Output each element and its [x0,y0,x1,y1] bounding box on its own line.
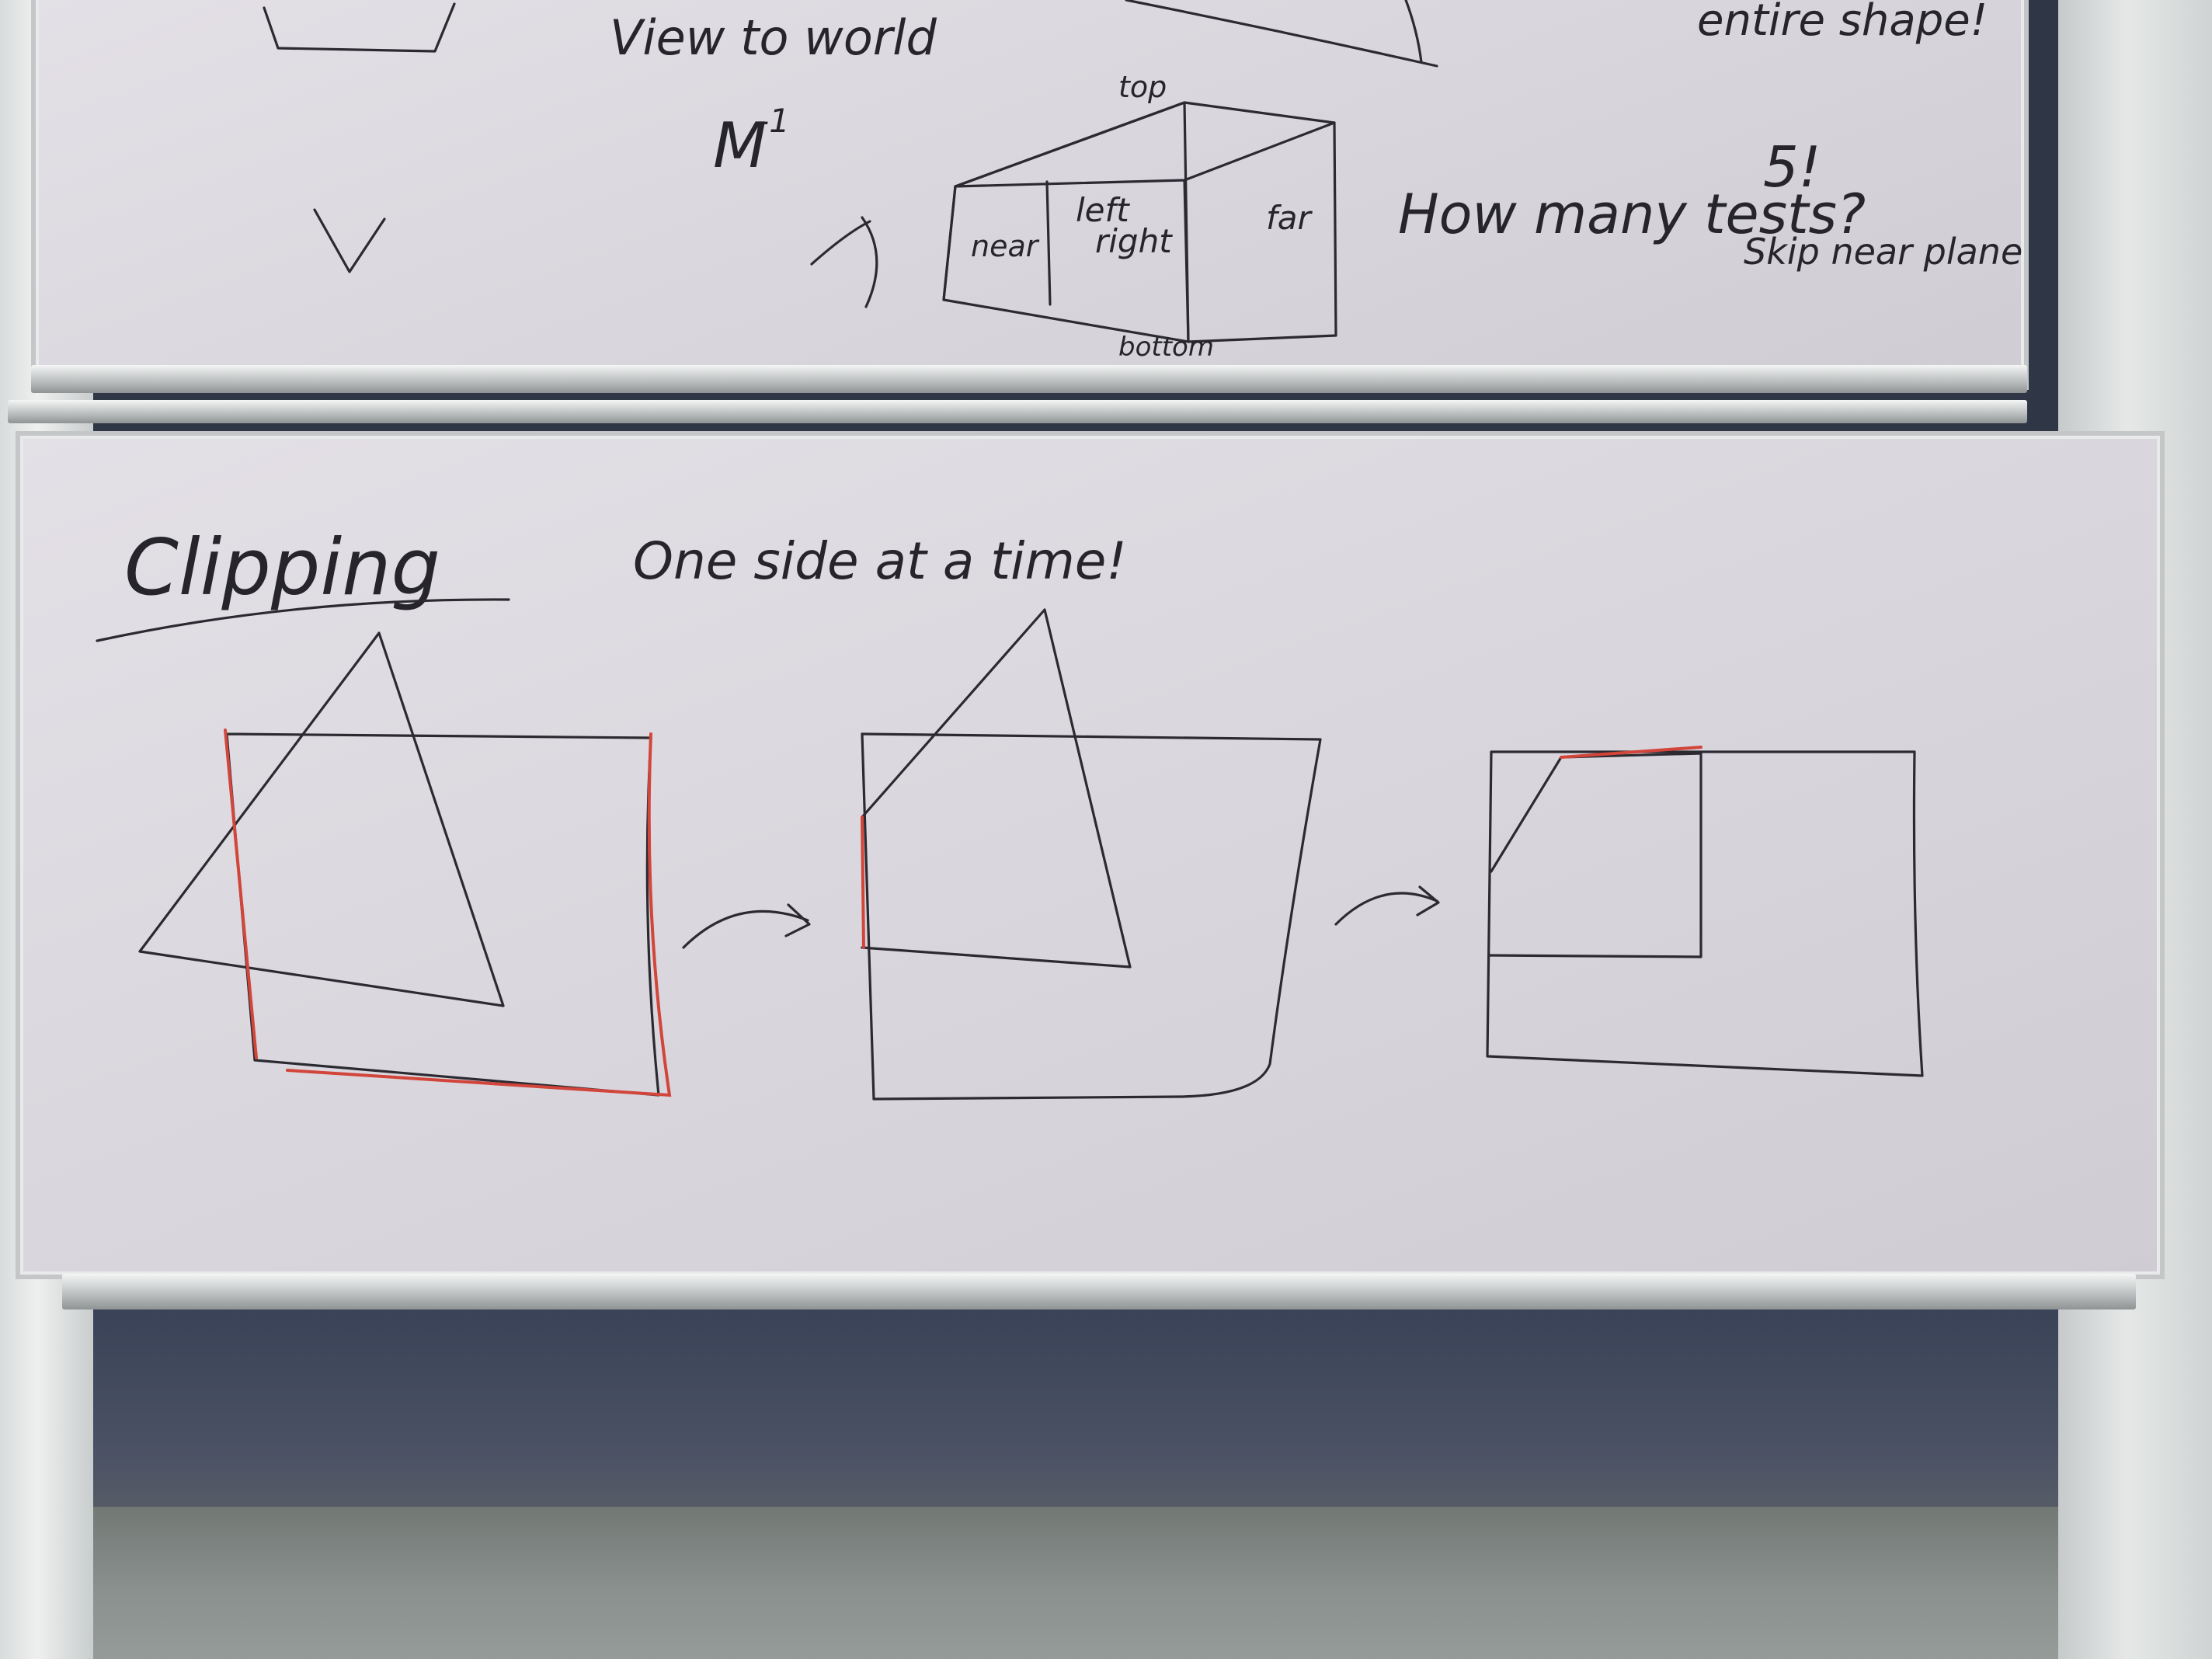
skip-near-plane-text: Skip near plane [1744,231,2022,273]
matrix-text: M [713,110,767,182]
small-v-sketch [313,208,386,273]
entire-shape-text: entire shape! [1697,0,1988,46]
how-many-tests-text: How many tests? [1398,183,1866,246]
back-wall [0,1305,2212,1507]
one-side-at-a-time-text: One side at a time! [633,531,1127,591]
clipping-step-1 [138,631,672,1097]
upper-whiteboard [31,0,2029,390]
frustum-label-near: near [971,229,1040,263]
frustum-label-bottom: bottom [1118,332,1214,363]
upper-mid-partial-curve [1125,0,1438,68]
lower-marker-tray [62,1274,2136,1309]
lower-whiteboard [16,431,2165,1279]
floor [0,1491,2212,1659]
frustum-label-far: far [1266,199,1313,237]
clipping-step-2 [861,608,1322,1101]
frustum-label-left: left [1076,191,1130,229]
arrow-1 [682,903,811,949]
eye-sketch [810,216,878,308]
matrix-superscript: -1 [757,102,790,140]
view-frustum-sketch [942,101,1337,343]
clipping-step-3 [1486,746,1924,1077]
clipping-title: Clipping [124,522,440,613]
upper-board-frame-bottom [8,400,2027,423]
answer-text: 5! [1763,134,1821,200]
title-underline [96,598,510,642]
arrow-2 [1334,885,1440,926]
frustum-label-top: top [1118,70,1167,104]
view-to-world-text: View to world [610,9,937,66]
upper-left-partial-shape [263,2,456,53]
upper-marker-tray [31,365,2027,393]
frustum-label-right: right [1095,222,1173,260]
